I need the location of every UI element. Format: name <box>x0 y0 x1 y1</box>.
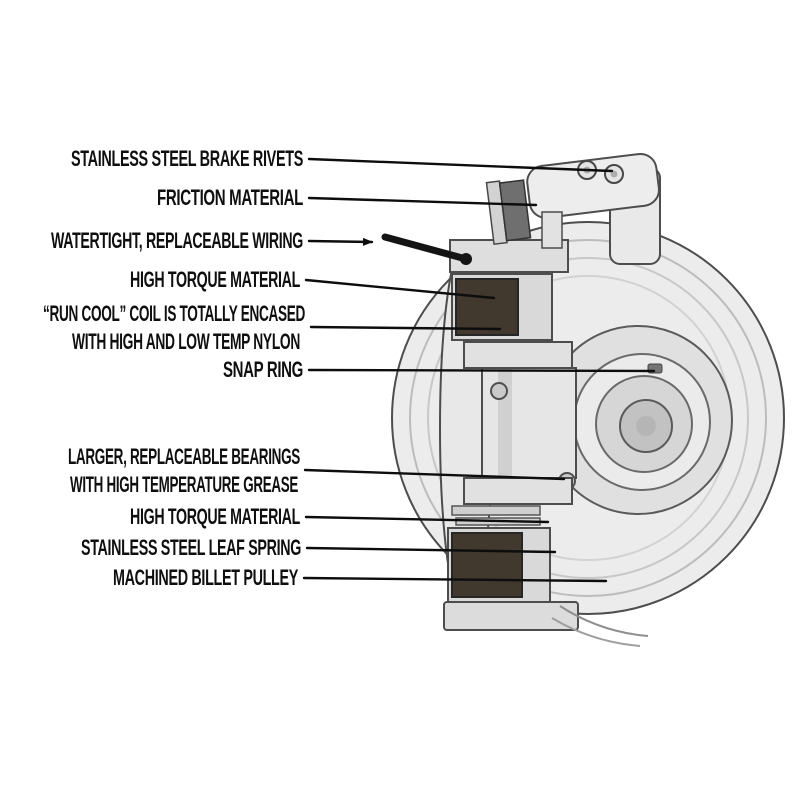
callout-high-torque-upper: HIGH TORQUE MATERIAL <box>130 267 300 292</box>
callout-brake-rivets: STAINLESS STEEL BRAKE RIVETS <box>71 146 303 171</box>
pulley-groove-1 <box>559 605 649 637</box>
coil-lower <box>451 532 523 598</box>
callout-bearings-line-1: LARGER, REPLACEABLE BEARINGS <box>68 444 300 469</box>
callout-wiring: WATERTIGHT, REPLACEABLE WIRING <box>51 228 303 253</box>
wiring <box>381 233 472 265</box>
pulley-groove-2 <box>551 617 641 647</box>
leader-brake-rivets <box>307 157 614 173</box>
leader-pulley <box>302 576 608 583</box>
bracket-stem <box>541 211 563 249</box>
bearing-upper <box>490 382 508 400</box>
leader-leaf-spring <box>305 546 557 554</box>
brake-rivet-2-center <box>610 170 618 178</box>
friction-pad <box>498 179 532 242</box>
leader-snap-ring <box>307 368 656 373</box>
callout-friction-material: FRICTION MATERIAL <box>157 185 303 210</box>
leader-lower-rotor <box>304 515 550 524</box>
callout-billet-pulley: MACHINED BILLET PULLEY <box>113 565 299 590</box>
callout-snap-ring: SNAP RING <box>223 357 303 382</box>
hub-bore <box>543 325 733 515</box>
leader-coil <box>309 325 502 331</box>
leader-bearings <box>303 468 566 481</box>
callout-bearings-line-2: WITH HIGH TEMPERATURE GREASE <box>70 472 298 497</box>
upper-rotor-plate <box>463 341 573 369</box>
callout-coil-line-1: “RUN COOL” COIL IS TOTALLY ENCASED <box>43 301 305 326</box>
callout-high-torque-lower: HIGH TORQUE MATERIAL <box>130 504 300 529</box>
callout-coil-line-2: WITH HIGH AND LOW TEMP NYLON <box>72 329 300 354</box>
leader-friction-pad <box>307 196 538 207</box>
leader-wiring <box>307 237 374 246</box>
hub-tube <box>481 367 577 479</box>
lower-rotor-plate <box>463 477 573 505</box>
leader-upper-rotor <box>304 278 496 300</box>
wire <box>381 233 470 263</box>
leaf-spring-1 <box>451 505 541 516</box>
callout-leaf-spring: STAINLESS STEEL LEAF SPRING <box>81 535 301 560</box>
callout-labels: STAINLESS STEEL BRAKE RIVETS FRICTION MA… <box>43 146 306 590</box>
machine-illustration <box>381 152 785 647</box>
leader-lines <box>302 157 656 583</box>
coil-upper <box>455 278 519 336</box>
wire-connector <box>460 253 472 265</box>
pulley-rim-section <box>443 601 579 631</box>
